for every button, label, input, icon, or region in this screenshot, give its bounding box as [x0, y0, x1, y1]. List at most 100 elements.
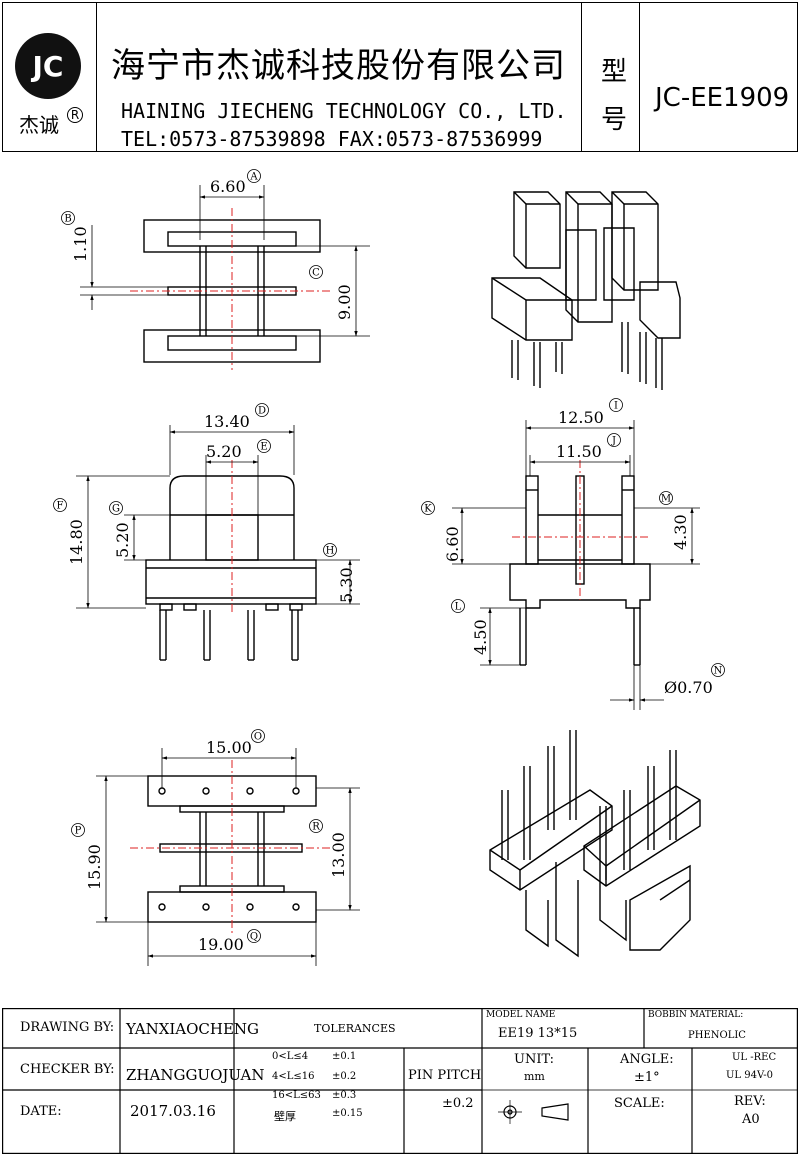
marker-q: Q — [247, 929, 261, 943]
dim-n-value: Ø0.70 — [664, 678, 713, 697]
dim-m-value: 4.30 — [671, 514, 690, 550]
svg-text:E: E — [260, 442, 267, 453]
model-label-1: 型 — [601, 57, 628, 87]
marker-i: I — [609, 398, 623, 412]
rev-label: REV: — [734, 1094, 766, 1109]
tolerances-label: TOLERANCES — [314, 1022, 396, 1035]
dim-a-value: 6.60 — [210, 177, 246, 196]
marker-r: R — [309, 819, 323, 833]
dim-k-value: 6.60 — [443, 526, 462, 562]
marker-n: N — [711, 663, 725, 677]
front-view — [76, 425, 360, 661]
tol-value-1: ±0.1 — [332, 1051, 357, 1062]
svg-text:O: O — [254, 732, 262, 743]
dim-p-value: 15.90 — [85, 844, 104, 890]
marker-p: P — [71, 823, 85, 837]
svg-text:K: K — [424, 504, 432, 515]
dim-o-value: 15.00 — [206, 738, 252, 757]
dim-c-value: 9.00 — [335, 284, 354, 320]
svg-text:R: R — [312, 822, 320, 833]
marker-j: J — [607, 433, 621, 447]
marker-c: C — [309, 265, 323, 279]
marker-d: D — [255, 403, 269, 417]
dim-e-value: 5.20 — [206, 442, 242, 461]
drawing-by-value: YANXIAOCHENG — [126, 1020, 260, 1038]
tol-range-4: 壁厚 — [274, 1110, 296, 1123]
marker-a: A — [247, 169, 261, 183]
marker-o: O — [251, 729, 265, 743]
unit-value: mm — [524, 1070, 545, 1083]
dim-i-value: 12.50 — [558, 408, 604, 427]
model-name-value: EE19 13*15 — [498, 1026, 578, 1041]
svg-text:A: A — [249, 172, 258, 183]
unit-label: UNIT: — [514, 1052, 555, 1067]
marker-g: G — [109, 501, 123, 515]
svg-text:I: I — [614, 401, 618, 412]
scale-label: SCALE: — [614, 1096, 665, 1111]
tol-value-3: ±0.3 — [332, 1090, 357, 1101]
tol-range-3: 16<L≤63 — [272, 1090, 321, 1101]
dim-d-value: 13.40 — [204, 412, 250, 431]
svg-text:G: G — [112, 504, 120, 515]
svg-text:N: N — [714, 666, 723, 677]
checker-by-value: ZHANGGUOJUAN — [126, 1066, 265, 1084]
isometric-view-bottom — [489, 730, 701, 958]
model-label-2: 号 — [601, 105, 628, 135]
marker-f: F — [53, 498, 67, 512]
part-number: JC-EE1909 — [655, 83, 790, 113]
model-name-label: MODEL NAME — [486, 1010, 556, 1020]
date-label: DATE: — [20, 1104, 62, 1119]
registered-mark: R — [67, 107, 83, 123]
dim-j-value: 11.50 — [556, 442, 602, 461]
tol-range-2: 4<L≤16 — [272, 1071, 315, 1082]
svg-text:M: M — [661, 494, 671, 505]
svg-text:C: C — [312, 268, 320, 279]
svg-text:Q: Q — [250, 932, 258, 943]
dim-h-value: 5.30 — [337, 567, 356, 603]
svg-text:H: H — [326, 546, 335, 557]
bobbin-material-value: PHENOLIC — [688, 1030, 746, 1041]
dim-l-value: 4.50 — [471, 619, 490, 655]
dim-r-value: 13.00 — [329, 832, 348, 878]
pin-pitch-label: PIN PITCH — [408, 1068, 482, 1083]
bobbin-material-label: BOBBIN MATERIAL: — [648, 1010, 744, 1020]
side-view — [452, 420, 700, 710]
angle-value: ±1° — [634, 1070, 660, 1085]
company-logo: JC — [15, 33, 81, 99]
title-header: JC 杰诚 R 海宁市杰诚科技股份有限公司 HAINING JIECHENG T… — [2, 2, 798, 152]
tol-value-4: ±0.15 — [332, 1108, 363, 1119]
marker-e: E — [257, 439, 271, 453]
top-view — [80, 185, 370, 370]
svg-text:J: J — [611, 436, 616, 447]
marker-b: B — [61, 211, 75, 225]
isometric-view-top — [491, 191, 681, 390]
bottom-view — [96, 748, 360, 966]
dim-g-value: 5.20 — [113, 522, 132, 558]
marker-l: L — [451, 599, 465, 613]
rev-value: A0 — [742, 1112, 760, 1127]
title-block: DRAWING BY: YANXIAOCHENG CHECKER BY: ZHA… — [2, 1008, 798, 1154]
svg-text:L: L — [455, 602, 462, 613]
logo-chinese-name: 杰诚 — [19, 113, 59, 137]
tol-range-1: 0<L≤4 — [272, 1051, 309, 1062]
marker-h: H — [323, 543, 337, 557]
drawing-by-label: DRAWING BY: — [20, 1020, 115, 1035]
company-name-en: HAINING JIECHENG TECHNOLOGY CO., LTD. — [121, 99, 567, 123]
company-contact: TEL:0573-87539898 FAX:0573-87536999 — [121, 127, 543, 151]
marker-m: M — [659, 491, 673, 505]
svg-text:F: F — [57, 501, 64, 512]
logo-text: JC — [32, 49, 64, 83]
ul-rec: UL -REC — [732, 1052, 777, 1063]
dim-b-value: 1.10 — [71, 226, 90, 262]
svg-text:B: B — [64, 214, 71, 225]
svg-text:P: P — [75, 826, 82, 837]
angle-label: ANGLE: — [620, 1052, 674, 1067]
marker-k: K — [421, 501, 435, 515]
company-name-cn: 海宁市杰诚科技股份有限公司 — [111, 46, 566, 86]
date-value: 2017.03.16 — [130, 1102, 216, 1120]
dim-f-value: 14.80 — [67, 519, 86, 565]
dim-q-value: 19.00 — [198, 935, 244, 954]
checker-by-label: CHECKER BY: — [20, 1062, 115, 1077]
tol-value-2: ±0.2 — [332, 1071, 357, 1082]
